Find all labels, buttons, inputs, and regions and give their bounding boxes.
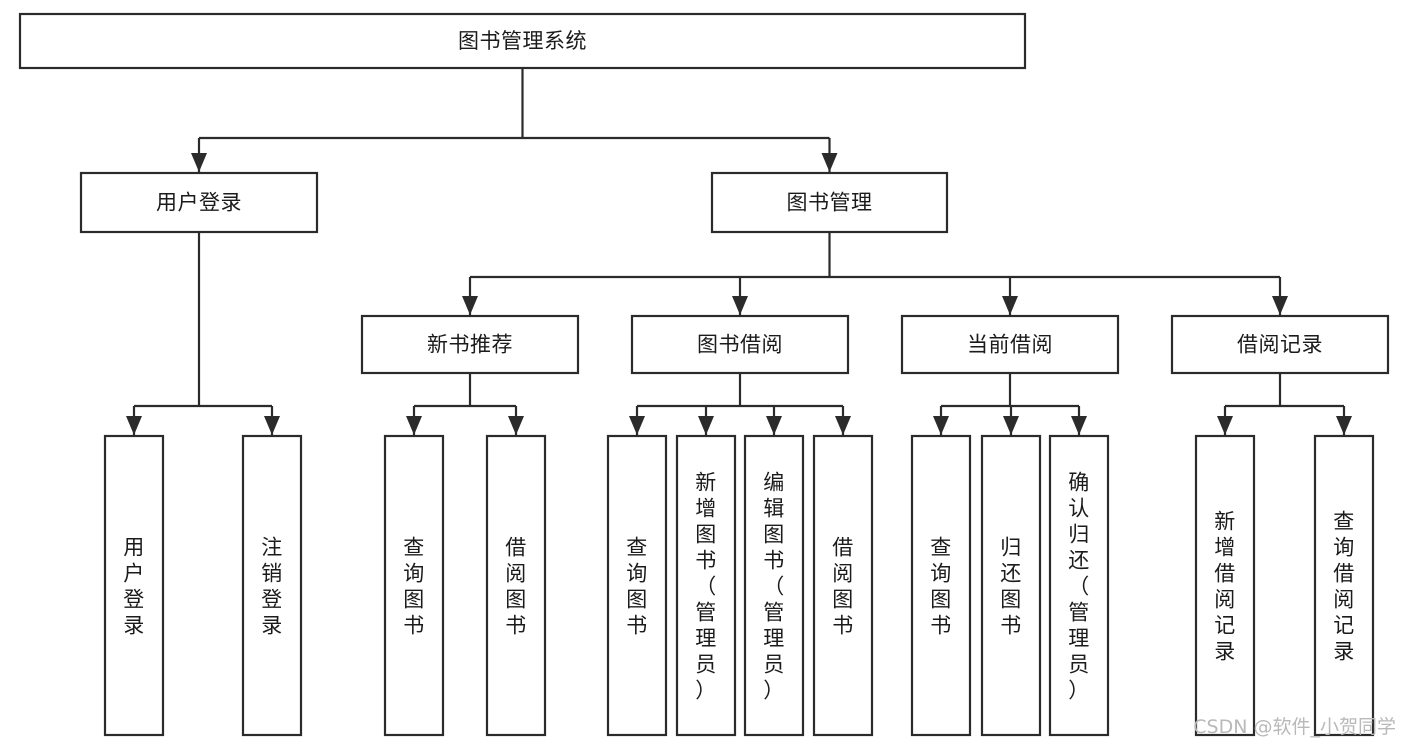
csdn-watermark: CSDN @软件_小贺同学 (1193, 716, 1396, 738)
arrow-book-borrow-to-leaf-edit-book (766, 416, 782, 435)
node-book-borrow[interactable]: 图书借阅 (630, 314, 850, 375)
node-leaf-query-record[interactable]: 查询借阅记录 (1313, 434, 1375, 737)
node-box-leaf-borrow-book-1[interactable] (485, 434, 547, 737)
node-borrow-record[interactable]: 借阅记录 (1170, 314, 1390, 375)
node-box-leaf-return-book[interactable] (980, 434, 1042, 737)
node-label-leaf-query-book-3: 查询图书 (930, 536, 952, 638)
node-leaf-edit-book[interactable]: 编辑图书（管理员） (743, 434, 805, 737)
arrow-bookmanage-to-borrow-record (1272, 296, 1288, 315)
node-label-leaf-borrow-book-1: 借阅图书 (505, 536, 527, 638)
node-label-root: 图书管理系统 (458, 29, 587, 53)
node-label-book-borrow: 图书借阅 (697, 333, 783, 357)
node-box-leaf-query-book-1[interactable] (383, 434, 445, 737)
node-box-leaf-confirm-return[interactable] (1048, 434, 1110, 737)
arrow-new-book-recommend-to-leaf-borrow-book-1 (508, 416, 524, 435)
node-label-leaf-query-book-2: 查询图书 (626, 536, 648, 638)
node-label-current-borrow: 当前借阅 (967, 333, 1053, 357)
node-label-leaf-add-record: 新增借阅记录 (1214, 510, 1236, 664)
node-box-root[interactable] (18, 12, 1027, 70)
arrow-new-book-recommend-to-leaf-query-book-1 (406, 416, 422, 435)
node-box-book-borrow[interactable] (630, 314, 850, 375)
arrow-borrow-record-to-leaf-query-record (1336, 416, 1352, 435)
node-leaf-add-book[interactable]: 新增图书（管理员） (675, 434, 737, 737)
node-label-leaf-borrow-book-2: 借阅图书 (832, 536, 854, 638)
arrow-bookmanage-to-new-book-recommend (462, 296, 478, 315)
arrow-book-borrow-to-leaf-borrow-book-2 (835, 416, 851, 435)
node-box-leaf-add-book[interactable] (675, 434, 737, 737)
node-leaf-user-login[interactable]: 用户登录 (103, 434, 165, 737)
node-leaf-logout[interactable]: 注销登录 (241, 434, 303, 737)
node-box-current-borrow[interactable] (900, 314, 1120, 375)
node-leaf-query-book-1[interactable]: 查询图书 (383, 434, 445, 737)
arrow-current-borrow-to-leaf-confirm-return (1071, 416, 1087, 435)
node-layer: 图书管理系统用户登录图书管理新书推荐图书借阅当前借阅借阅记录用户登录注销登录查询… (18, 12, 1390, 737)
node-root[interactable]: 图书管理系统 (18, 12, 1027, 70)
node-label-leaf-query-book-1: 查询图书 (403, 536, 425, 638)
node-label-leaf-edit-book: 编辑图书（管理员） (763, 471, 785, 703)
node-box-leaf-add-record[interactable] (1194, 434, 1256, 737)
node-leaf-query-book-3[interactable]: 查询图书 (910, 434, 972, 737)
node-leaf-confirm-return[interactable]: 确认归还（管理员） (1048, 434, 1110, 737)
node-leaf-borrow-book-2[interactable]: 借阅图书 (812, 434, 874, 737)
node-leaf-borrow-book-1[interactable]: 借阅图书 (485, 434, 547, 737)
arrow-book-borrow-to-leaf-add-book (698, 416, 714, 435)
arrow-current-borrow-to-leaf-query-book-3 (933, 416, 949, 435)
node-box-book-manage[interactable] (710, 171, 949, 234)
node-box-leaf-logout[interactable] (241, 434, 303, 737)
node-box-leaf-query-record[interactable] (1313, 434, 1375, 737)
node-label-user-login: 用户登录 (156, 191, 242, 215)
arrow-bookmanage-to-current-borrow (1002, 296, 1018, 315)
arrow-user-login-to-leaf-user-login (126, 416, 142, 435)
node-current-borrow[interactable]: 当前借阅 (900, 314, 1120, 375)
node-leaf-add-record[interactable]: 新增借阅记录 (1194, 434, 1256, 737)
arrow-root-to-book-manage (821, 153, 838, 172)
node-book-manage[interactable]: 图书管理 (710, 171, 949, 234)
arrow-user-login-to-leaf-logout (264, 416, 280, 435)
node-label-leaf-confirm-return: 确认归还（管理员） (1068, 471, 1090, 703)
node-box-new-book-recommend[interactable] (360, 314, 580, 375)
node-label-leaf-add-book: 新增图书（管理员） (695, 471, 717, 703)
node-box-leaf-edit-book[interactable] (743, 434, 805, 737)
arrow-book-borrow-to-leaf-query-book-2 (629, 416, 645, 435)
arrow-root-to-user-login (191, 153, 207, 172)
node-label-new-book-recommend: 新书推荐 (427, 333, 513, 357)
node-label-leaf-return-book: 归还图书 (1000, 536, 1022, 638)
node-label-leaf-user-login: 用户登录 (123, 536, 145, 638)
node-box-leaf-query-book-3[interactable] (910, 434, 972, 737)
node-label-book-manage: 图书管理 (787, 191, 873, 215)
node-label-leaf-logout: 注销登录 (261, 536, 283, 638)
arrow-bookmanage-to-book-borrow (732, 296, 748, 315)
node-leaf-query-book-2[interactable]: 查询图书 (606, 434, 668, 737)
arrow-borrow-record-to-leaf-add-record (1217, 416, 1233, 435)
node-box-leaf-borrow-book-2[interactable] (812, 434, 874, 737)
node-user-login[interactable]: 用户登录 (79, 171, 319, 234)
connector-layer (126, 68, 1352, 435)
node-box-user-login[interactable] (79, 171, 319, 234)
node-label-leaf-query-record: 查询借阅记录 (1333, 510, 1355, 664)
node-box-leaf-query-book-2[interactable] (606, 434, 668, 737)
node-leaf-return-book[interactable]: 归还图书 (980, 434, 1042, 737)
node-label-borrow-record: 借阅记录 (1237, 333, 1323, 357)
node-box-leaf-user-login[interactable] (103, 434, 165, 737)
arrow-current-borrow-to-leaf-return-book (1003, 416, 1019, 435)
node-box-borrow-record[interactable] (1170, 314, 1390, 375)
node-new-book-recommend[interactable]: 新书推荐 (360, 314, 580, 375)
